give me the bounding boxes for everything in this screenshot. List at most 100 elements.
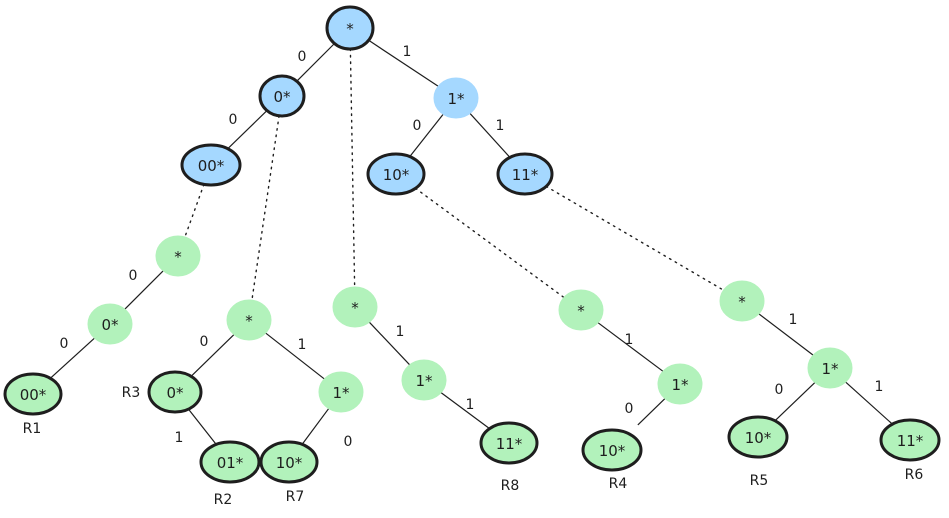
trie-node-layer: *0*00*1*10*11**0*00**0*01*1*10**1*11**1*… (3, 5, 941, 484)
edge-label: 0 (200, 334, 209, 350)
edge-label: 1 (496, 118, 505, 134)
trie-node-b_0: 0* (147, 370, 203, 414)
node-label: 0* (166, 384, 184, 402)
trie-node-t_11: 11* (496, 152, 554, 196)
trie-edge-t_1-t_11 (469, 113, 511, 158)
node-label: 0* (101, 316, 119, 334)
edge-label: 1 (466, 397, 475, 413)
trie-edge-a_0-a_00 (49, 337, 95, 379)
trie-edge-t_root-t_0 (296, 43, 335, 82)
edge-label: 1 (175, 430, 184, 446)
node-label: 00* (198, 157, 225, 175)
trie-edge-b_1-b_10 (301, 408, 330, 445)
node-label: * (174, 248, 182, 266)
node-shape (258, 74, 306, 118)
node-shape (496, 152, 554, 196)
node-label: 10* (276, 454, 303, 472)
edge-label: 1 (625, 332, 634, 348)
rule-label-r1: R1 (23, 421, 42, 437)
rule-label-r7: R7 (286, 489, 305, 505)
node-shape (147, 370, 203, 414)
node-shape (318, 371, 364, 413)
node-shape (259, 440, 319, 484)
edge-label: 1 (789, 312, 798, 328)
edge-label: 0 (413, 118, 422, 134)
node-label: 0* (273, 88, 291, 106)
node-shape (87, 303, 133, 345)
node-label: 11* (496, 435, 523, 453)
trie-edge-b_0-b_01 (187, 408, 217, 445)
trie-edge-b_root-b_0 (190, 334, 235, 377)
node-label: 10* (383, 166, 410, 184)
trie-node-c_11: 11* (479, 421, 539, 465)
node-shape (879, 418, 941, 462)
trie-edge-e_root-e_1 (758, 313, 814, 356)
node-shape (155, 235, 201, 277)
node-shape (479, 421, 539, 465)
trie-link-layer (184, 48, 725, 301)
trie-edge-d_root-d_1 (597, 322, 664, 372)
node-label: 1* (821, 360, 839, 378)
trie-edge-layer (49, 39, 893, 445)
node-shape (581, 428, 643, 472)
node-shape (433, 77, 479, 119)
trie-node-b_01: 01* (199, 440, 261, 484)
trie-edge-t_0-t_00 (227, 110, 268, 150)
trie-node-b_1: 1* (318, 371, 364, 413)
trie-link-t_11-e_root (545, 185, 725, 291)
trie-link-t_00-a_root (184, 183, 205, 238)
node-label: 11* (512, 166, 539, 184)
rule-label-r4: R4 (609, 476, 628, 492)
node-shape (401, 359, 447, 401)
trie-edge-e_1-e_10 (774, 382, 816, 422)
node-shape (332, 286, 378, 328)
node-label: 10* (745, 429, 772, 447)
trie-node-e_1: 1* (807, 347, 853, 389)
node-label: 10* (599, 442, 626, 460)
node-shape (3, 372, 63, 416)
node-label: 1* (671, 376, 689, 394)
edge-label: 0 (625, 401, 634, 417)
trie-link-t_0-b_root (251, 115, 280, 301)
node-shape (199, 440, 261, 484)
edge-label: 0 (129, 268, 138, 284)
node-label: 1* (447, 90, 465, 108)
trie-node-t_root: * (325, 5, 375, 51)
trie-node-e_root: * (719, 280, 765, 322)
trie-edge-c_root-c_1 (368, 321, 411, 366)
node-label: * (738, 293, 746, 311)
trie-node-d_10: 10* (581, 428, 643, 472)
rule-label-r8: R8 (501, 478, 520, 494)
trie-edge-b_root-b_1 (265, 332, 325, 380)
node-shape (727, 415, 789, 459)
trie-node-e_11: 11* (879, 418, 941, 462)
node-shape (719, 280, 765, 322)
node-label: 1* (332, 384, 350, 402)
trie-node-d_root: * (558, 289, 604, 331)
edge-label: 0 (60, 336, 69, 352)
rule-label-r3: R3 (122, 385, 141, 401)
edge-label: 0 (298, 49, 307, 65)
trie-node-c_1: 1* (401, 359, 447, 401)
node-label: * (577, 302, 585, 320)
trie-node-d_1: 1* (657, 363, 703, 405)
edge-label: 1 (396, 324, 405, 340)
edge-label: 1 (875, 379, 884, 395)
node-shape (657, 363, 703, 405)
rule-label-r2: R2 (214, 492, 233, 508)
trie-edge-e_1-e_11 (845, 381, 893, 425)
trie-node-c_root: * (332, 286, 378, 328)
rule-label-r6: R6 (905, 467, 924, 483)
trie-edge-d_1-d_10 (637, 398, 666, 426)
node-shape (558, 289, 604, 331)
trie-node-b_10: 10* (259, 440, 319, 484)
trie-node-b_root: * (226, 299, 272, 341)
trie-edge-a_root-a_0 (124, 270, 164, 310)
edge-label: 0 (229, 112, 238, 128)
node-label: * (351, 299, 359, 317)
edge-label: 1 (298, 337, 307, 353)
node-shape (226, 299, 272, 341)
trie-edge-c_1-c_11 (440, 392, 490, 430)
edge-label: 1 (403, 44, 412, 60)
trie-edge-t_root-t_1 (368, 39, 439, 87)
